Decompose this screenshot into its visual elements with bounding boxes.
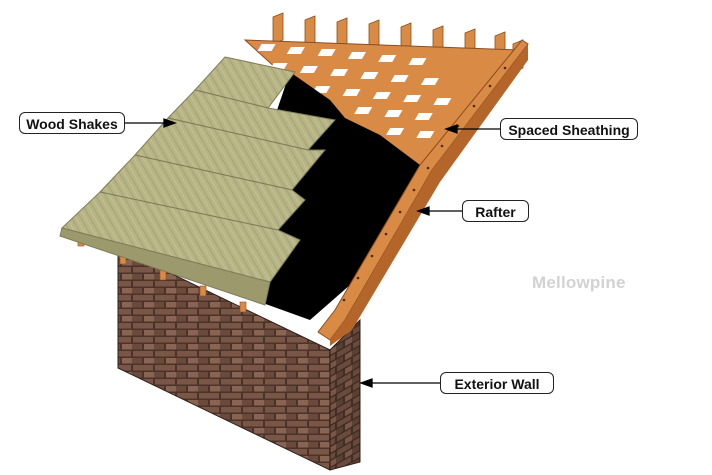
wood-shakes-label: Wood Shakes — [19, 112, 125, 134]
spaced-sheathing-label: Spaced Sheathing — [500, 118, 638, 140]
rafter-label: Rafter — [462, 200, 529, 222]
exterior-wall — [117, 247, 361, 471]
exterior-wall-label: Exterior Wall — [440, 372, 554, 394]
wood-shakes — [59, 56, 336, 306]
leader-lines — [124, 118, 500, 388]
rafter-end-board — [317, 39, 529, 346]
watermark: Mellowpine — [532, 273, 626, 292]
